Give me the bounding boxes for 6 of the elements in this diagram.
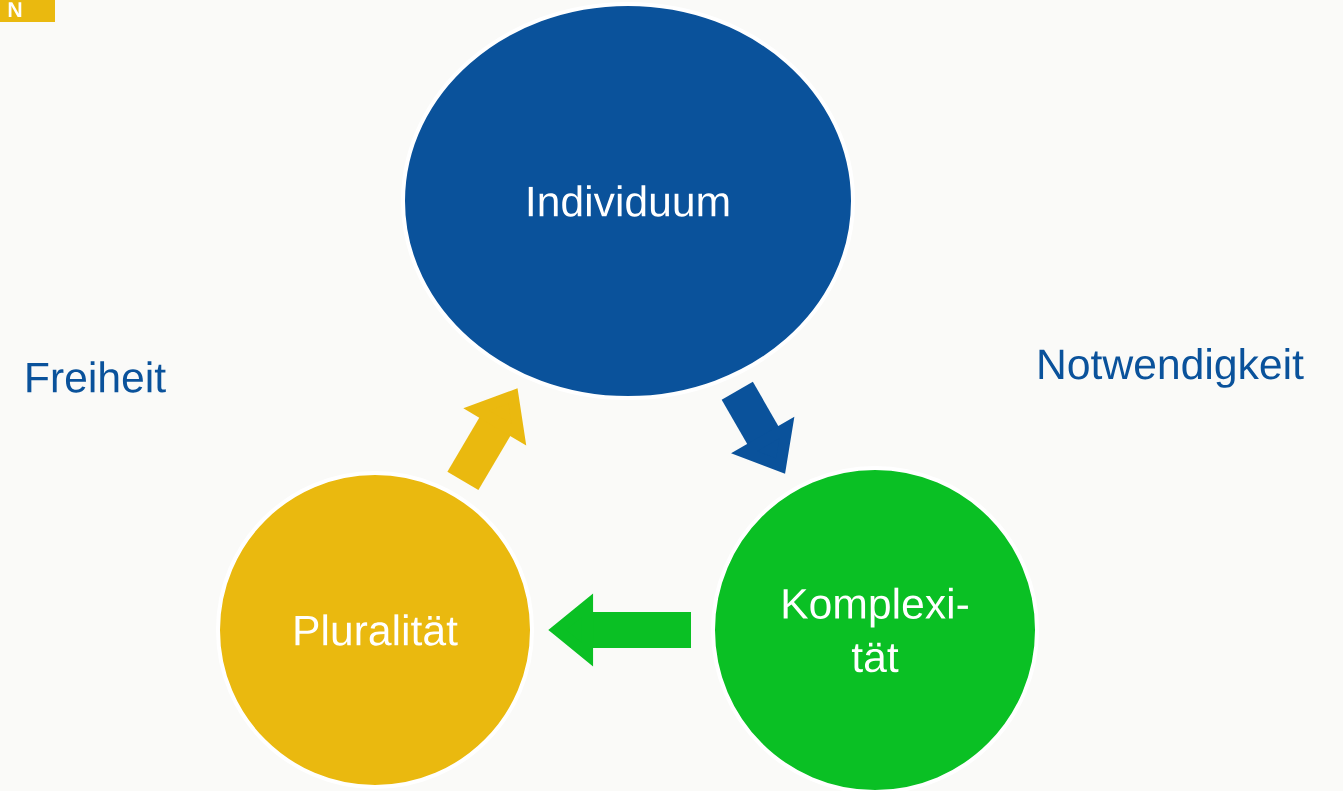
- side-label: Notwendigkeit: [1039, 348, 1304, 388]
- circle-node: Komplexi- tät: [711, 466, 1039, 791]
- circle-node: Pluralität: [216, 471, 534, 789]
- corner-tag: N: [0, 0, 55, 22]
- ellipse-node: Individuum: [401, 2, 855, 400]
- side-label: Freiheit: [27, 361, 166, 393]
